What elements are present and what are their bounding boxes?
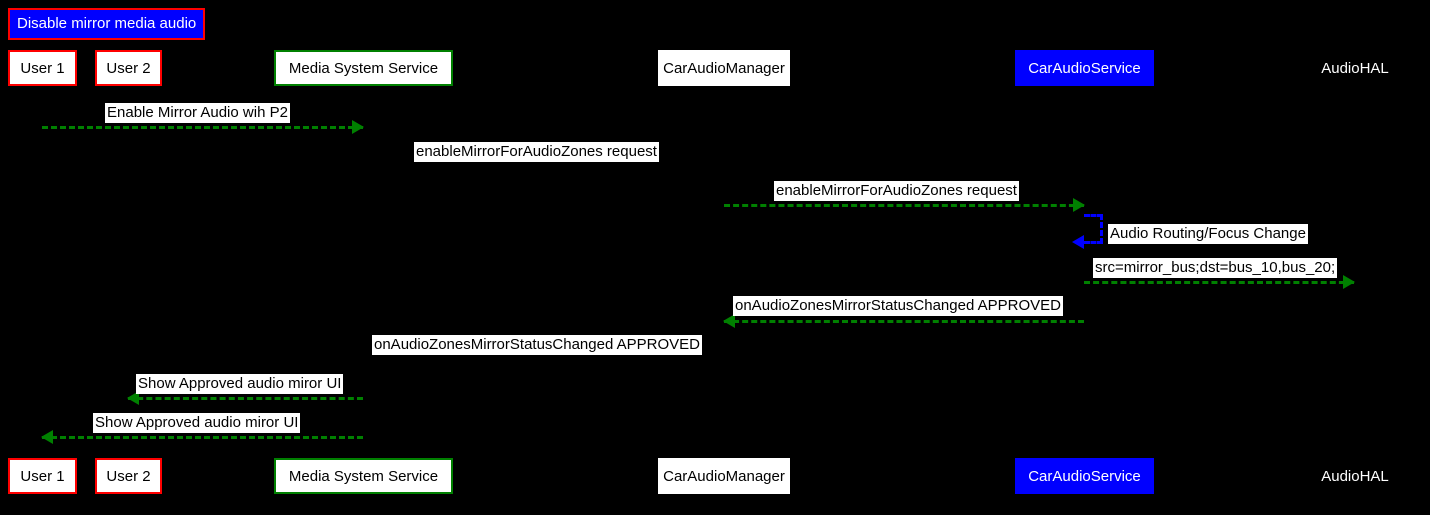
participant-media_system_service-top[interactable]: Media System Service bbox=[274, 50, 453, 86]
message-label-m2: enableMirrorForAudioZones request bbox=[414, 142, 659, 162]
arrowhead-right-icon bbox=[1343, 275, 1355, 289]
arrowhead-left-icon bbox=[127, 391, 139, 405]
arrowhead-right-icon bbox=[352, 120, 364, 134]
message-line bbox=[42, 126, 363, 129]
arrowhead-left-icon bbox=[723, 314, 735, 328]
participant-user1-bottom[interactable]: User 1 bbox=[8, 458, 77, 494]
message-label-m9: Show Approved audio miror UI bbox=[93, 413, 301, 433]
participant-audio_hal-bottom[interactable]: AudioHAL bbox=[1321, 467, 1389, 485]
lifeline-user2 bbox=[128, 86, 129, 458]
message-line bbox=[724, 204, 1084, 207]
self-message-loop-m4 bbox=[1072, 214, 1103, 249]
lifeline-car_audio_manager bbox=[724, 86, 725, 458]
participant-car_audio_manager-bottom[interactable]: CarAudioManager bbox=[658, 458, 790, 494]
participant-user2-bottom[interactable]: User 2 bbox=[95, 458, 162, 494]
participant-car_audio_manager-top[interactable]: CarAudioManager bbox=[658, 50, 790, 86]
message-label-m1: Enable Mirror Audio wih P2 bbox=[105, 103, 290, 123]
message-label-m6: onAudioZonesMirrorStatusChanged APPROVED bbox=[733, 296, 1064, 316]
message-line bbox=[724, 320, 1084, 323]
participant-user1-top[interactable]: User 1 bbox=[8, 50, 77, 86]
participant-user2-top[interactable]: User 2 bbox=[95, 50, 162, 86]
message-label-m8: Show Approved audio miror UI bbox=[136, 374, 344, 394]
lifeline-user1 bbox=[42, 86, 43, 458]
lifeline-audio_hal bbox=[1354, 86, 1355, 458]
message-label-m3: enableMirrorForAudioZones request bbox=[774, 181, 1019, 201]
diagram-title-box: Disable mirror media audio bbox=[8, 8, 206, 40]
self-message-label-m4: Audio Routing/Focus Change bbox=[1108, 224, 1308, 244]
message-label-m7: onAudioZonesMirrorStatusChanged APPROVED bbox=[372, 335, 703, 355]
message-line bbox=[1084, 281, 1354, 284]
message-line bbox=[42, 436, 363, 439]
lifeline-car_audio_service bbox=[1084, 86, 1085, 458]
message-label-m5: src=mirror_bus;dst=bus_10,bus_20; bbox=[1093, 258, 1338, 278]
participant-car_audio_service-top[interactable]: CarAudioService bbox=[1015, 50, 1154, 86]
participant-media_system_service-bottom[interactable]: Media System Service bbox=[274, 458, 453, 494]
arrowhead-left-icon bbox=[41, 430, 53, 444]
participant-audio_hal-top[interactable]: AudioHAL bbox=[1321, 59, 1389, 77]
arrowhead-left-icon bbox=[1072, 235, 1084, 249]
lifeline-media_system_service bbox=[363, 86, 364, 458]
participant-car_audio_service-bottom[interactable]: CarAudioService bbox=[1015, 458, 1154, 494]
arrowhead-right-icon bbox=[1073, 198, 1085, 212]
message-line bbox=[128, 397, 363, 400]
